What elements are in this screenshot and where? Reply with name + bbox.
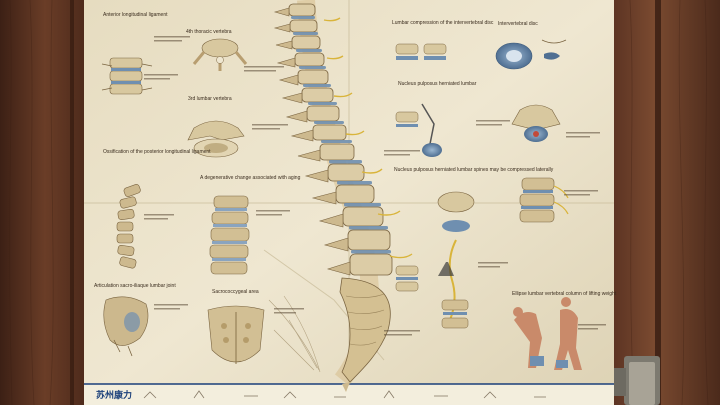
- title-lumbosacral: Articulation sacro-iliaque lumbar joint: [94, 283, 176, 289]
- ossification-spine: [116, 184, 141, 269]
- surgical-instrument-illustration: [395, 103, 442, 157]
- lifting-posture-figures: [513, 297, 582, 370]
- title-lifting-weight: Ellipse lumbar vertebral column of lifti…: [512, 291, 617, 297]
- anatomy-poster: [84, 0, 614, 405]
- title-sacral: Sacrococcygeal area: [212, 289, 259, 295]
- vertebra-top-view: [192, 38, 248, 71]
- lumbosacral-illustration: [103, 296, 149, 357]
- title-nucleus-rule: Nucleus pulposus herniated lumbar: [398, 81, 477, 87]
- lateral-herniation-column: [519, 177, 569, 223]
- title-thoracic-vertebra: 4th thoracic vertebra: [186, 29, 232, 35]
- title-anterior-ligament: Anterior longitudinal ligament: [103, 12, 168, 18]
- title-herniation-lateral: Nucleus pulposus herniated lumbar spines…: [394, 167, 554, 173]
- publisher-mark: 苏州康力: [96, 391, 133, 401]
- title-ossification: Ossification of the posterior longitudin…: [103, 149, 211, 155]
- vertebra-pair-illustration: [395, 265, 419, 292]
- sacrum-posterior-illustration: [207, 305, 265, 364]
- title-cross-section: Lumbar compression of the intervertebral…: [392, 20, 494, 26]
- herniated-disc-top-view: [495, 39, 567, 70]
- title-lumbar-vertebra: 3rd lumbar vertebra: [188, 96, 232, 102]
- title-degenerative: A degenerative change associated with ag…: [200, 175, 301, 181]
- vertebral-column: [273, 0, 413, 392]
- title-intervertebral-disc: Intervertebral disc: [498, 21, 538, 27]
- degenerative-stack: [209, 195, 250, 275]
- disc-axial-view: [511, 104, 561, 142]
- disc-cross-section-top: [395, 43, 447, 60]
- vertebra-disc-illustration: [187, 120, 245, 158]
- nerve-compression-illustration: [437, 191, 475, 329]
- lumbar-stack-illustration: [101, 57, 153, 95]
